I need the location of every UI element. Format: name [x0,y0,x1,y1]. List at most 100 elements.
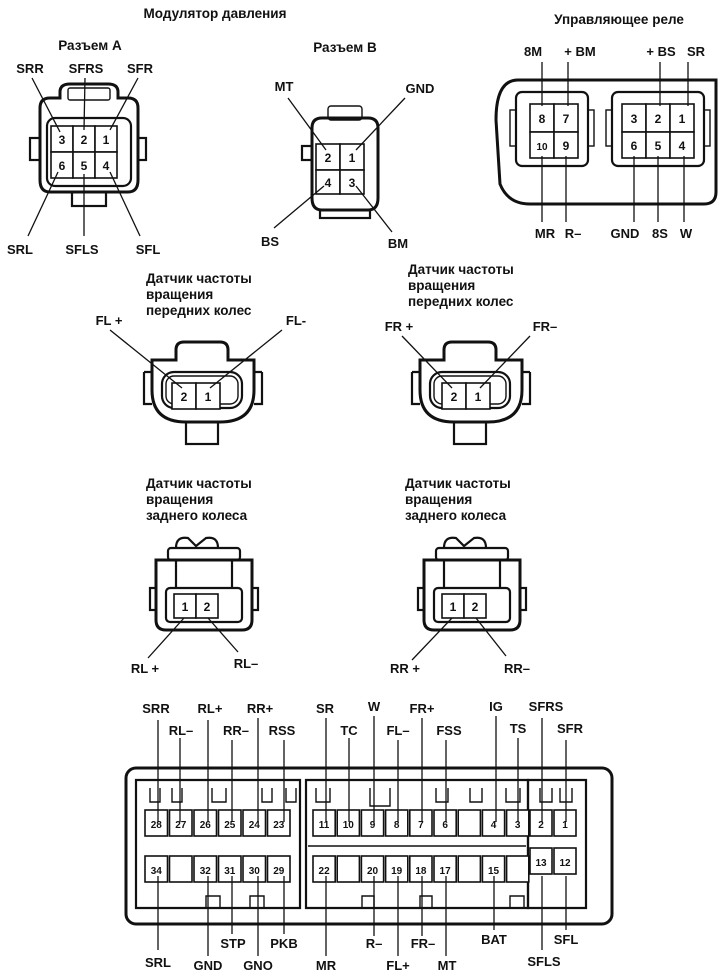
ecu-pin-cell [193,855,218,883]
pin-label: 1 [182,600,189,614]
label-stp: STP [220,936,246,951]
label-sfls: SFLS [527,954,561,969]
label-rr-minus: RR– [223,723,249,738]
leader-line [83,77,86,131]
pin-label: 2 [204,600,211,614]
pin-label: 3 [349,176,356,190]
pin-label: 2 [655,112,662,126]
label-sfls: SFLS [65,242,99,257]
label-rr-minus: RR– [504,661,530,676]
label-mt: MT [275,79,294,94]
label-srr: SRR [16,61,44,76]
ecu-pin-label: 17 [440,866,452,877]
pin-label: 4 [679,139,686,153]
label-sfrs: SFRS [69,61,104,76]
sensor-title-line: вращения [408,278,475,293]
ecu-pin-label: 10 [343,820,355,831]
relay-title: Управляющее реле [554,12,684,27]
label-mr: MR [316,958,337,973]
label-bat: BAT [481,932,507,947]
ecu-pin-label: 32 [200,866,212,877]
label-sfr: SFR [127,61,154,76]
connector-b-side-tab [300,144,314,162]
ecu-pin-label: 29 [273,866,285,877]
ecu-pin-cell [193,809,218,837]
pin-label: 1 [205,390,212,404]
ecu-pin-label: 23 [273,820,285,831]
label-sfl: SFL [554,932,579,947]
ecu-pin-label: 22 [319,866,331,877]
label-rl-minus: RL– [169,723,194,738]
label-ts: TS [510,721,527,736]
pin-label: 2 [181,390,188,404]
ecu-pin-cell [384,809,409,837]
leader-line [479,335,531,389]
sensor-top-tab [174,536,220,549]
ecu-pin-label: 8 [394,820,400,831]
pin-label: 6 [631,139,638,153]
ecu-left-block [134,778,302,910]
ecu-pin-cell [457,809,482,837]
label-8s: 8S [652,226,668,241]
ecu-pin-cell [553,847,577,875]
ecu-pin-cell [336,809,361,837]
ecu-pin-cell [433,809,458,837]
label-rl-minus: RL– [234,656,259,671]
relay-housing [494,78,718,206]
sensor-housing [422,558,522,632]
ecu-pin-label: 26 [200,820,212,831]
label-fr-minus: FR– [411,936,436,951]
ecu-pin-label: 13 [535,858,547,869]
label-rl-plus: RL+ [198,701,223,716]
label-sfl: SFL [136,242,161,257]
ecu-pin-cell [529,809,553,837]
label-plus-bs: + BS [646,44,676,59]
leader-line [109,77,139,131]
label-8m: 8M [524,44,542,59]
leader-line [355,185,393,233]
sensor-title-line: Датчик частоты [146,476,252,491]
label-r-minus: R– [565,226,582,241]
pin-label: 1 [450,600,457,614]
connector-b-title: Разъем В [313,40,377,55]
label-ig: IG [489,699,503,714]
ecu-pin-cell [553,809,577,837]
connector-b-housing [310,116,380,212]
sensor-title-line: Датчик частоты [408,262,514,277]
modulator-title: Модулятор давления [144,6,287,21]
label-mt: MT [438,958,457,973]
label-bm: BM [388,236,408,251]
ecu-housing [124,766,614,926]
ecu-pin-label: 11 [319,820,330,831]
pin-label: 1 [475,390,482,404]
ecu-pin-label: 30 [249,866,261,877]
pin-label: 4 [103,159,110,173]
label-fl-plus: FL + [96,313,123,328]
label-rr-plus: RR+ [247,701,274,716]
ecu-pin-cell [217,809,242,837]
ecu-pin-label: 6 [442,820,448,831]
ecu-pin-cell [481,809,506,837]
label-srl: SRL [7,242,33,257]
ecu-pin-label: 7 [418,820,424,831]
sensor-housing [154,558,254,632]
ecu-pin-cell [144,809,169,837]
leader-line [109,171,141,237]
label-w: W [680,226,693,241]
pin-label: 3 [59,133,66,147]
pin-label: 8 [539,112,546,126]
ecu-pin-label: 12 [559,858,571,869]
ecu-pin-label: 9 [370,820,376,831]
label-r-minus: R– [366,936,383,951]
ecu-pin-cell [433,855,458,883]
ecu-pin-cell [168,809,193,837]
ecu-pin-cell [360,855,385,883]
pin-label: 1 [349,151,356,165]
sensor-title-line: заднего колеса [405,508,507,523]
label-pkb: PKB [270,936,297,951]
connector-a-key [70,190,108,208]
leader-line [287,97,327,151]
label-sr: SR [316,701,335,716]
